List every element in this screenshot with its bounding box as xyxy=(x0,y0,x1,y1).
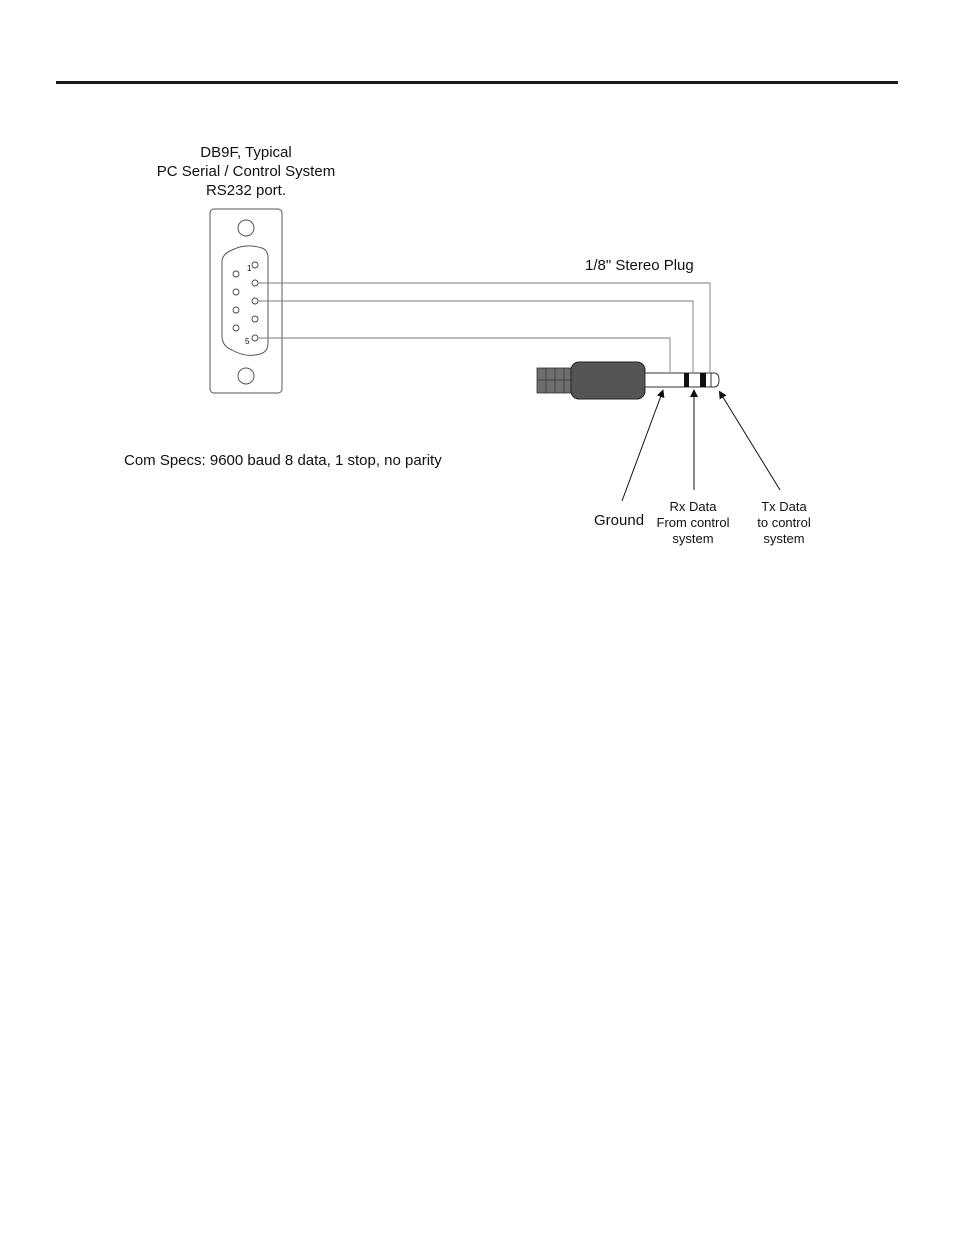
plug-grip xyxy=(571,362,645,399)
db9-pin-5 xyxy=(252,335,258,341)
plug-insulator-2 xyxy=(700,373,706,387)
db9-pin-2 xyxy=(252,280,258,286)
wires xyxy=(258,283,710,372)
ground-label: Ground xyxy=(594,512,644,529)
wire-pin-2-tip xyxy=(258,283,710,372)
stereo-plug-label: 1/8" Stereo Plug xyxy=(585,257,694,274)
db9-title-line-3: RS232 port. xyxy=(206,182,286,199)
db9-mount-hole-bottom xyxy=(238,368,254,384)
db9-pin-4 xyxy=(252,316,258,322)
tx-arrow xyxy=(721,394,780,490)
rx-label-line-3: system xyxy=(672,531,713,546)
db9-pin-8 xyxy=(233,307,239,313)
plug-insulator-1 xyxy=(684,373,689,387)
db9-pin-9 xyxy=(233,325,239,331)
rx-label-line-2: From control xyxy=(657,515,730,530)
tx-label-line-2: to control xyxy=(757,515,811,530)
com-specs: Com Specs: 9600 baud 8 data, 1 stop, no … xyxy=(124,452,442,469)
ground-arrow xyxy=(622,393,662,501)
wire-pin-3-ring xyxy=(258,301,693,372)
db9-pin-3 xyxy=(252,298,258,304)
db9-pin-5-label: 5 xyxy=(245,337,250,346)
db9-title-line-2: PC Serial / Control System xyxy=(157,163,335,180)
rx-label-line-1: Rx Data xyxy=(670,499,718,514)
db9-pin-1-label: 1 xyxy=(247,264,252,273)
db9-pin-6 xyxy=(233,271,239,277)
stereo-plug xyxy=(537,362,719,399)
tx-label-line-1: Tx Data xyxy=(761,499,807,514)
plug-tip xyxy=(711,373,719,387)
db9-pin-1 xyxy=(252,262,258,268)
tx-label-line-3: system xyxy=(763,531,804,546)
db9-mount-hole-top xyxy=(238,220,254,236)
db9-title-line-1: DB9F, Typical xyxy=(200,144,291,161)
db9-pin-7 xyxy=(233,289,239,295)
callout-arrows xyxy=(622,393,780,501)
